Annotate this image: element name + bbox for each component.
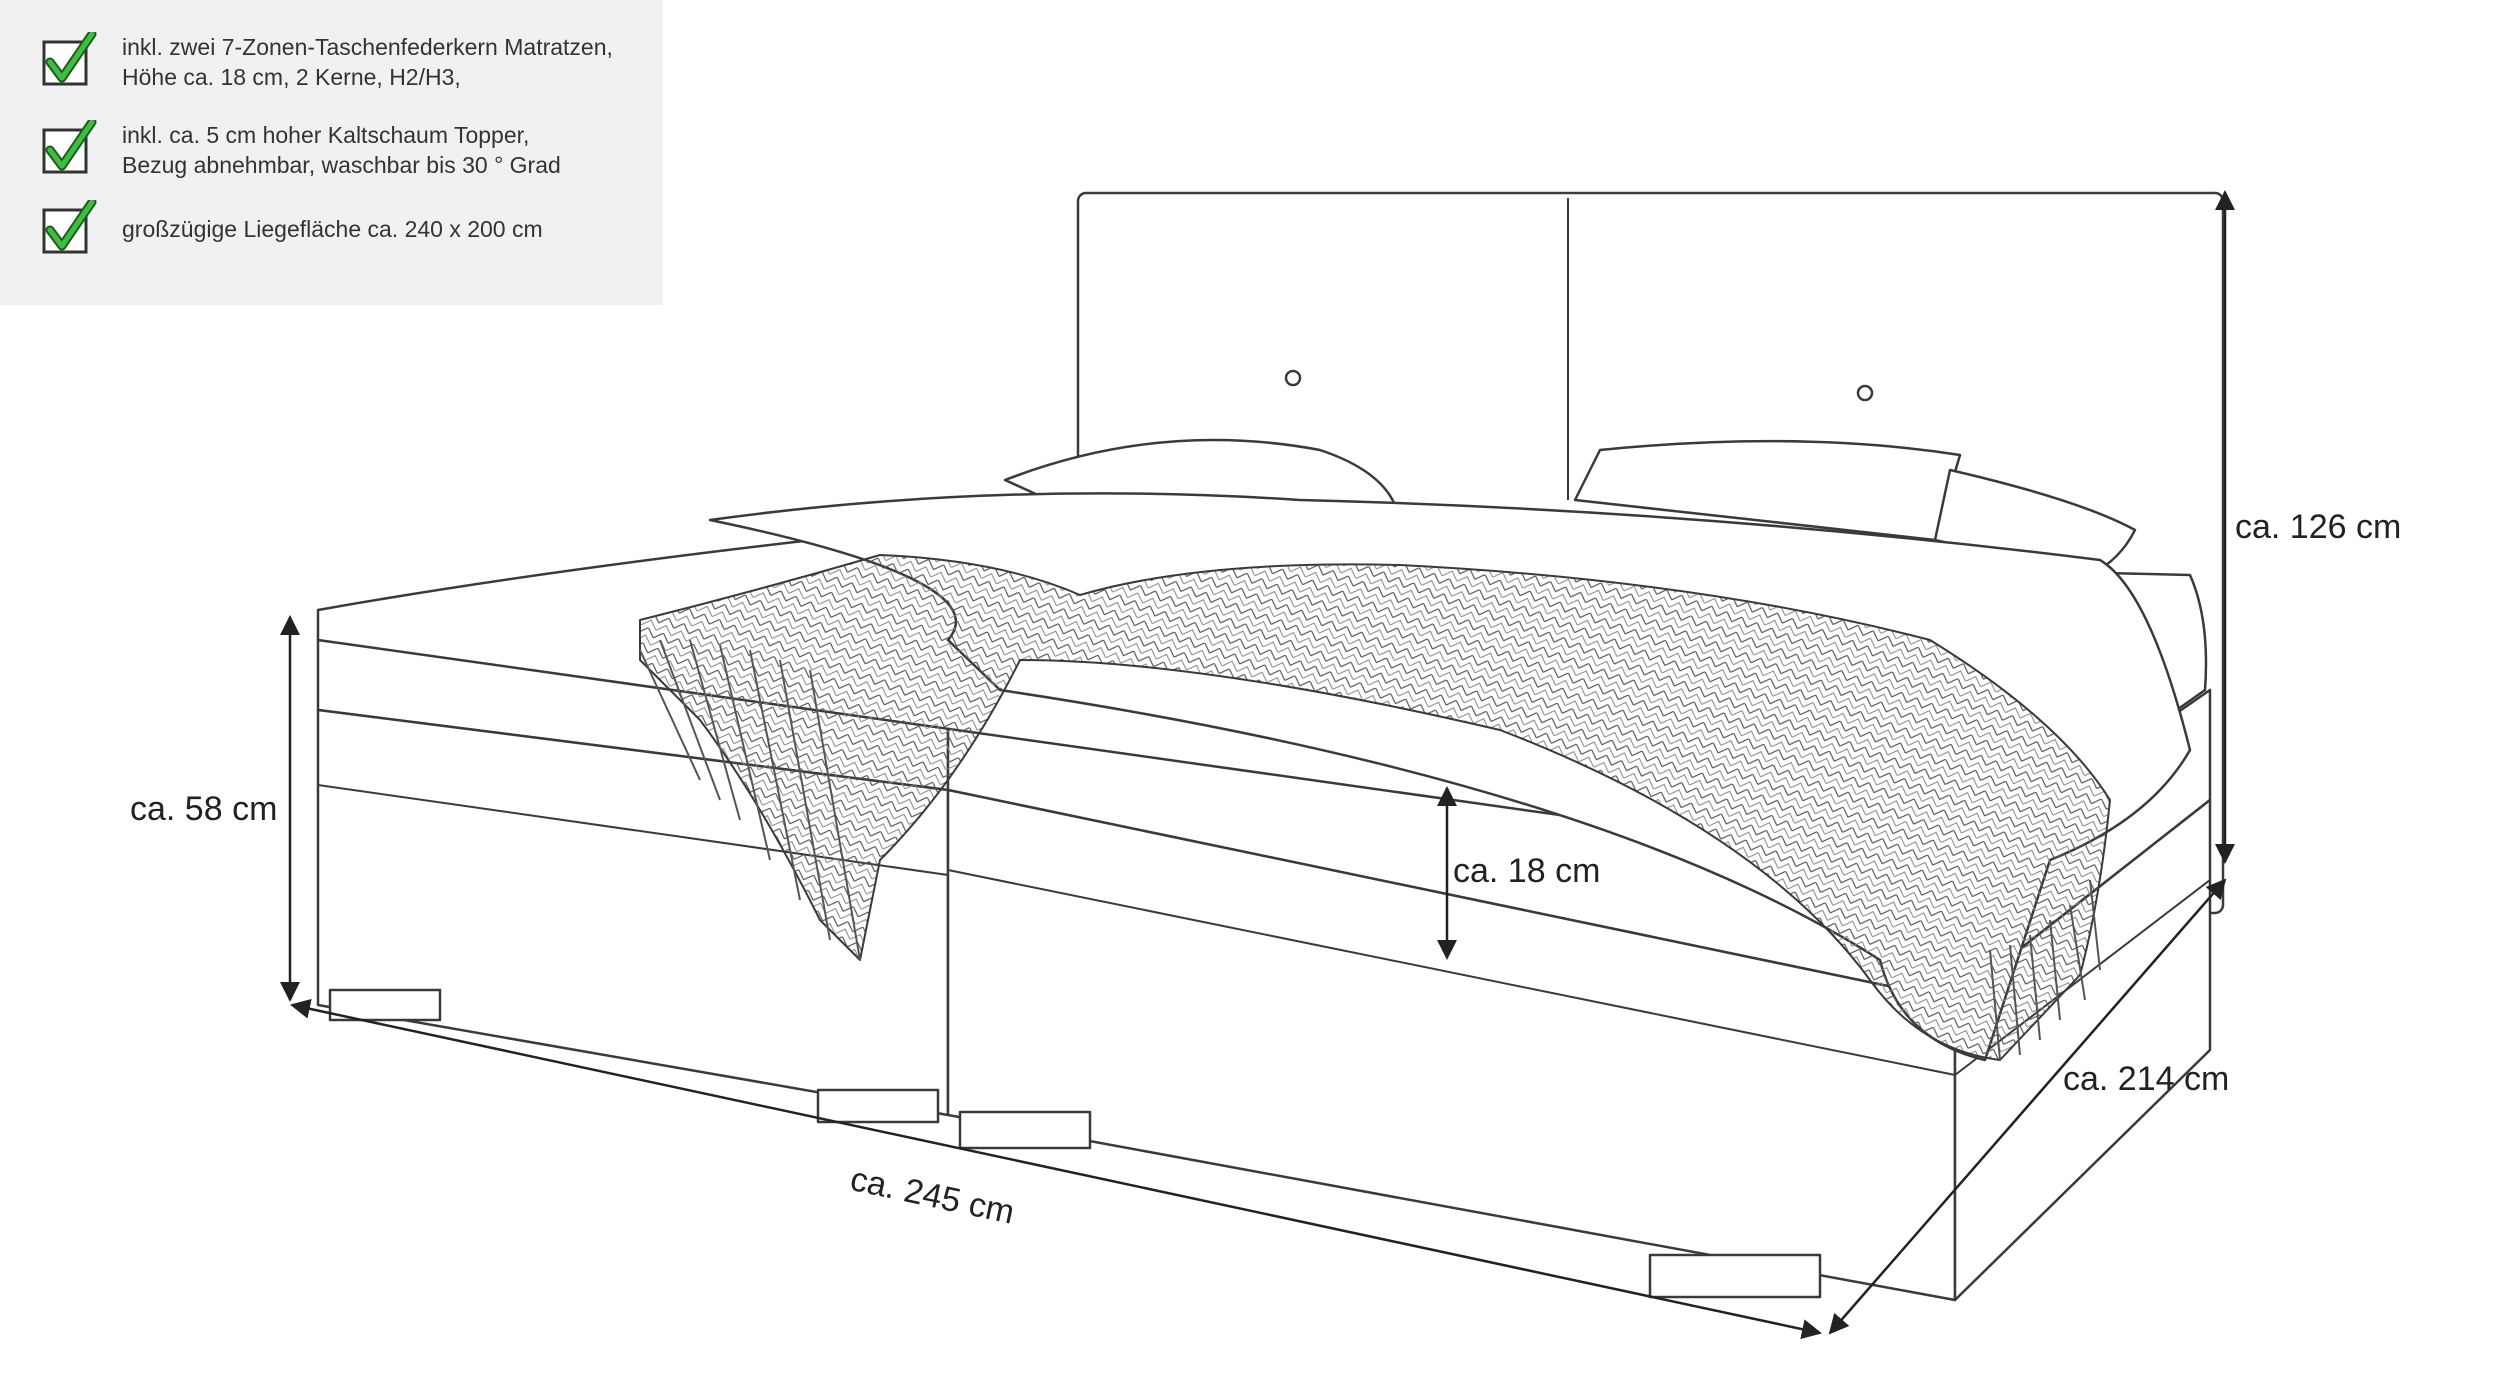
feature-item: inkl. zwei 7-Zonen-Taschenfederkern Matr… <box>40 29 613 92</box>
feature-item: großzügige Liegefläche ca. 240 x 200 cm <box>40 197 543 254</box>
bed-height-label: ca. 58 cm <box>130 790 278 828</box>
feature-panel: inkl. zwei 7-Zonen-Taschenfederkern Matr… <box>0 0 663 305</box>
feature-line: inkl. ca. 5 cm hoher Kaltschaum Topper, <box>122 122 530 148</box>
mattress-height-label: ca. 18 cm <box>1453 852 1601 890</box>
feature-text: inkl. zwei 7-Zonen-Taschenfederkern Matr… <box>122 32 613 92</box>
total-height-label: ca. 126 cm <box>2235 508 2402 546</box>
feature-line: großzügige Liegefläche ca. 240 x 200 cm <box>122 216 543 242</box>
feature-text: großzügige Liegefläche ca. 240 x 200 cm <box>122 214 543 244</box>
width-line <box>290 999 1822 1339</box>
feature-text: inkl. ca. 5 cm hoher Kaltschaum Topper, … <box>122 120 561 180</box>
feature-line: Bezug abnehmbar, waschbar bis 30 ° Grad <box>122 152 561 178</box>
checkmark-icon <box>40 29 97 86</box>
feature-line: Höhe ca. 18 cm, 2 Kerne, H2/H3, <box>122 64 461 90</box>
feature-line: inkl. zwei 7-Zonen-Taschenfederkern Matr… <box>122 34 613 60</box>
length-label: ca. 214 cm <box>2063 1060 2230 1098</box>
checkmark-icon <box>40 197 97 254</box>
feature-item: inkl. ca. 5 cm hoher Kaltschaum Topper, … <box>40 117 561 180</box>
checkmark-icon <box>40 117 97 174</box>
length-line <box>1828 878 2227 1335</box>
